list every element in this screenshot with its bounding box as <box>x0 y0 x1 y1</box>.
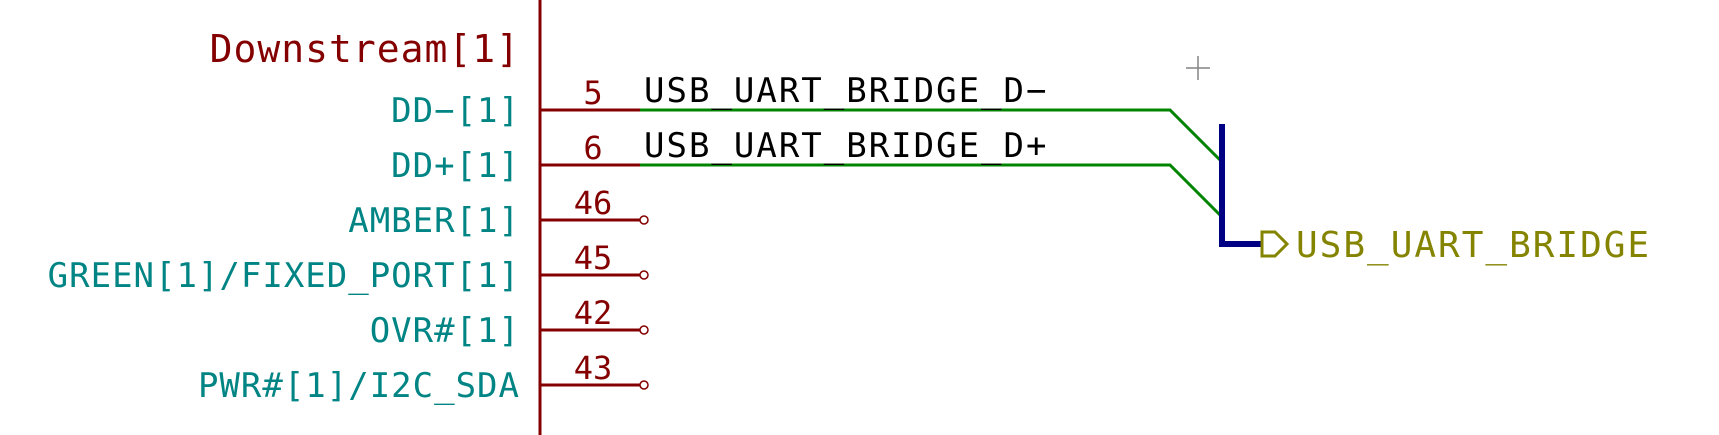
pin-number: 5 <box>583 74 602 112</box>
unconnected-pin-icon <box>639 215 649 225</box>
pin-list: 5 DD−[1] 6 DD+[1] 46 AMBER[1] 45 GREEN[1]/FIXED… <box>48 74 649 406</box>
global-label-flag-icon[interactable] <box>1260 230 1290 258</box>
pin-number: 46 <box>574 184 613 222</box>
pin-name: GREEN[1]/FIXED_PORT[1] <box>48 256 520 296</box>
section-label: Downstream[1] <box>210 27 520 71</box>
pin-name: AMBER[1] <box>348 201 520 241</box>
pin-name: DD−[1] <box>391 91 520 131</box>
pin-number: 6 <box>583 129 602 167</box>
unconnected-pin-icon <box>639 380 649 390</box>
unconnected-pin-icon <box>639 325 649 335</box>
net-label-d-plus[interactable]: USB_UART_BRIDGE_D+ <box>644 126 1048 166</box>
wire-list <box>640 108 1222 217</box>
wire-d-plus[interactable] <box>640 163 1222 217</box>
pin-name: DD+[1] <box>391 146 520 186</box>
pin-name: PWR#[1]/I2C_SDA <box>198 366 520 406</box>
bus-line[interactable] <box>1219 124 1262 247</box>
pin-name: OVR#[1] <box>370 311 520 351</box>
unconnected-pin-icon <box>639 270 649 280</box>
net-label-d-minus[interactable]: USB_UART_BRIDGE_D− <box>644 71 1048 111</box>
pin-number: 42 <box>574 294 613 332</box>
global-label-usb-uart-bridge[interactable]: USB_UART_BRIDGE <box>1296 225 1651 266</box>
crosshair-cursor-icon <box>1186 56 1210 80</box>
pin-number: 45 <box>574 239 613 277</box>
wire-d-minus[interactable] <box>640 108 1222 162</box>
pin-number: 43 <box>574 349 613 387</box>
